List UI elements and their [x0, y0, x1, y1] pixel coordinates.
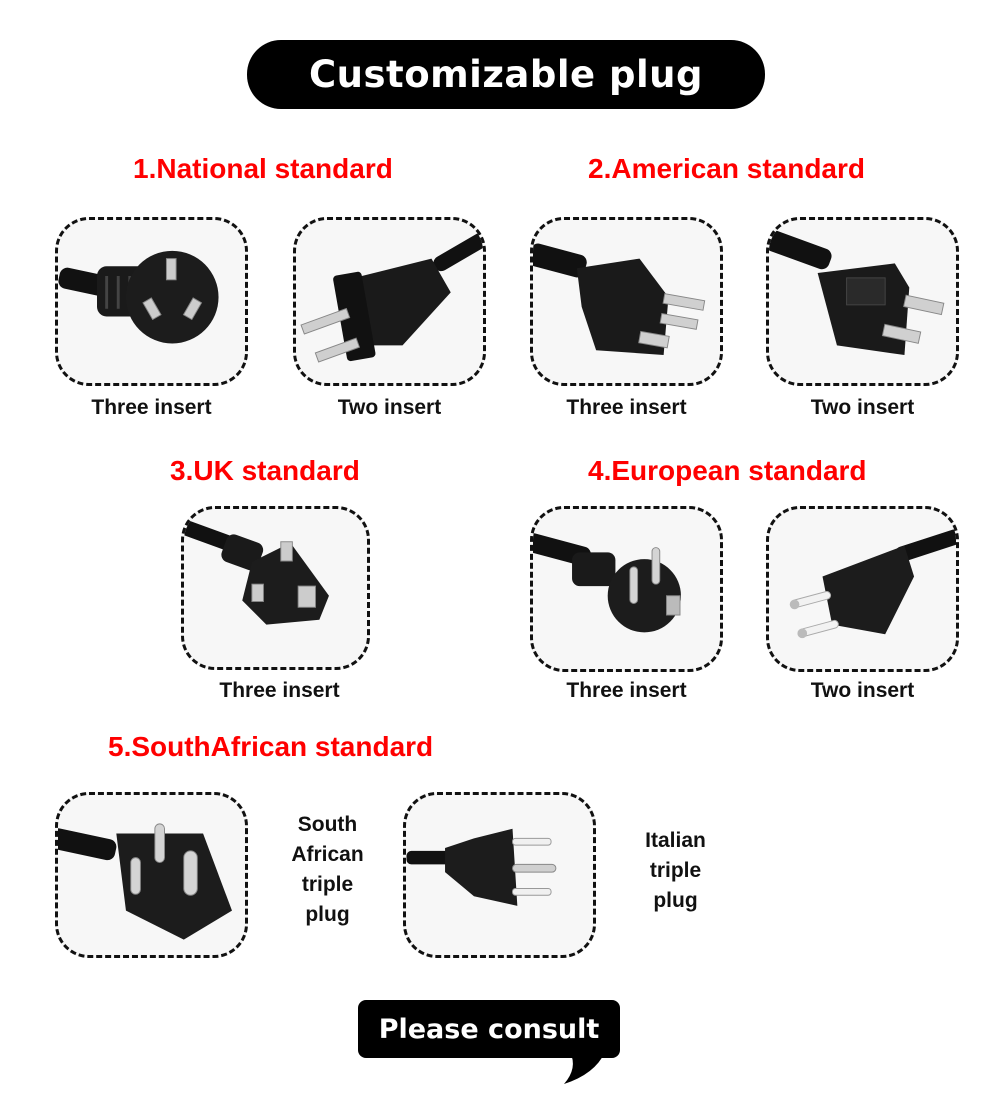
plug-card: [403, 792, 596, 958]
plug-caption: South African triple plug: [291, 813, 364, 926]
plug-card: [766, 217, 959, 386]
south-african-plug-icon: [58, 823, 232, 940]
us-three-pin-plug-icon: [533, 243, 706, 356]
plug-card: [530, 217, 723, 386]
china-three-pin-plug-icon: [58, 250, 219, 344]
section-heading-european: 4.European standard: [588, 455, 867, 486]
speech-bubble-tail-icon: [564, 1052, 605, 1084]
us-two-pin-plug-icon: [769, 230, 945, 356]
section-heading-south-african: 5.SouthAfrican standard: [108, 731, 434, 762]
plug-caption: Three insert: [91, 396, 212, 419]
plug-caption: Italian triple plug: [645, 829, 706, 912]
plug-caption: Two insert: [810, 396, 915, 419]
plug-caption: Three insert: [566, 396, 687, 419]
section-heading-uk: 3.UK standard: [170, 455, 360, 486]
plug-card: [766, 506, 959, 672]
plug-card: [55, 792, 248, 958]
plug-caption: Two insert: [810, 679, 915, 702]
eu-schuko-plug-icon: [533, 533, 681, 633]
plug-card: [181, 506, 370, 670]
section-heading-american: 2.American standard: [588, 153, 865, 184]
page-title: Customizable plug: [247, 40, 765, 109]
section-heading-national: 1.National standard: [133, 153, 393, 184]
eu-two-pin-plug-icon: [789, 529, 956, 639]
uk-three-pin-plug-icon: [184, 518, 329, 625]
plug-caption: Three insert: [566, 679, 687, 702]
plug-card: [293, 217, 486, 386]
italian-plug-icon: [406, 828, 557, 906]
plug-caption: Three insert: [219, 679, 340, 702]
china-two-pin-plug-icon: [300, 231, 483, 363]
plug-caption: Two insert: [337, 396, 442, 419]
please-consult-button[interactable]: Please consult: [358, 1000, 620, 1058]
plug-card: [530, 506, 723, 672]
plug-card: [55, 217, 248, 386]
